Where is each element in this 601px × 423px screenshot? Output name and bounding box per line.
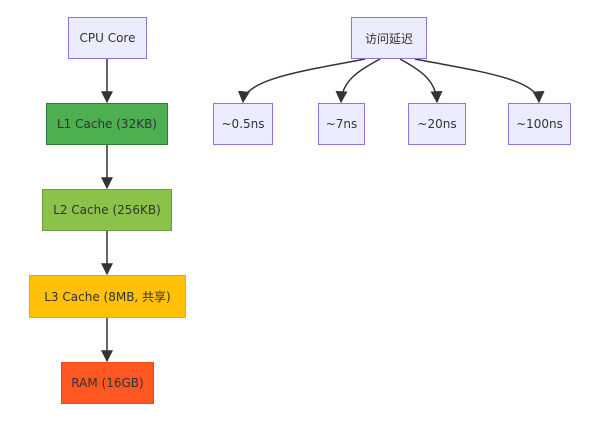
- node-l2-cache: L2 Cache (256KB): [42, 189, 172, 231]
- node-l3-cache-label: L3 Cache (8MB, 共享): [44, 290, 171, 304]
- node-latency-20ns: ~20ns: [408, 103, 466, 145]
- node-access-latency-label: 访问延迟: [364, 31, 413, 46]
- node-cpu-core-label: CPU Core: [79, 31, 136, 45]
- edge-latency-to-05: [237, 58, 366, 104]
- node-latency-20ns-label: ~20ns: [417, 117, 457, 131]
- node-latency-7ns-label: ~7ns: [325, 117, 358, 131]
- node-latency-0-5ns-label: ~0.5ns: [221, 117, 265, 131]
- node-cpu-core: CPU Core: [68, 17, 147, 59]
- node-latency-100ns-label: ~100ns: [516, 117, 563, 131]
- node-latency-100ns: ~100ns: [508, 103, 571, 145]
- node-l1-cache: L1 Cache (32KB): [46, 103, 168, 145]
- node-access-latency: 访问延迟: [351, 17, 427, 59]
- edge-latency-to-7: [335, 58, 381, 104]
- edge-latency-to-100: [414, 58, 545, 104]
- node-latency-7ns: ~7ns: [318, 103, 365, 145]
- node-ram-label: RAM (16GB): [71, 376, 144, 390]
- node-l1-cache-label: L1 Cache (32KB): [56, 117, 157, 131]
- node-l2-cache-label: L2 Cache (256KB): [53, 203, 161, 217]
- edge-latency-to-20: [399, 58, 443, 104]
- node-l3-cache: L3 Cache (8MB, 共享): [29, 275, 186, 318]
- node-ram: RAM (16GB): [61, 362, 154, 404]
- node-latency-0-5ns: ~0.5ns: [213, 103, 273, 145]
